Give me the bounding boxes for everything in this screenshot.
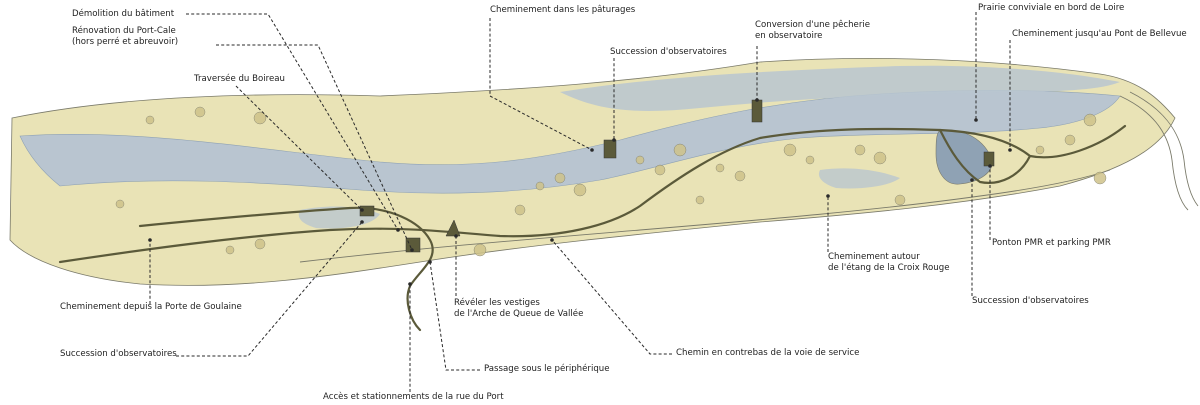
tree-cluster	[635, 155, 645, 165]
river-upper-reach	[560, 65, 1120, 111]
tree-cluster	[805, 155, 815, 165]
arche-queue-de-vallee	[445, 219, 461, 237]
secondary-path	[138, 206, 434, 332]
leader-acces-dot	[408, 282, 412, 286]
label-acces: Accès et stationnements de la rue du Por…	[323, 392, 504, 402]
label-passage: Passage sous le périphérique	[484, 364, 610, 374]
leader-renovation-dot	[410, 248, 414, 252]
label-cheminement-etang: Cheminement autour de l'étang de la Croi…	[828, 252, 950, 273]
tree-cluster	[473, 243, 487, 257]
label-reveler: Révéler les vestiges de l'Arche de Queue…	[454, 298, 584, 319]
leader-succession-left-dot	[360, 220, 364, 224]
tree-cluster	[554, 172, 566, 184]
leader-traversee	[235, 85, 363, 211]
tree-cluster	[783, 143, 797, 157]
leader-demolition-dot	[396, 228, 400, 232]
tree-cluster	[1083, 113, 1097, 127]
tree-cluster	[535, 181, 545, 191]
main-path	[58, 124, 1127, 264]
leader-succession-right-dot	[970, 178, 974, 182]
tree-cluster	[514, 204, 526, 216]
label-chemin-contrebas: Chemin en contrebas de la voie de servic…	[676, 348, 860, 358]
leader-traversee-dot	[360, 208, 364, 212]
leader-succession-top-dot	[612, 138, 616, 142]
etang-croix-rouge	[935, 129, 993, 185]
label-cheminement-bellevue: Cheminement jusqu'au Pont de Bellevue	[1012, 29, 1187, 39]
tree-cluster	[695, 195, 705, 205]
tree-cluster	[1064, 134, 1076, 146]
leader-ponton-dot	[988, 164, 992, 168]
label-succession-right: Succession d'observatoires	[972, 296, 1089, 306]
leader-contrebas	[551, 239, 672, 355]
tree-cluster	[734, 170, 746, 182]
tree-cluster	[145, 115, 155, 125]
leader-etang-dot	[826, 194, 830, 198]
leader-passage	[429, 261, 480, 371]
leader-pecherie-dot	[755, 98, 759, 102]
label-renovation: Rénovation du Port-Cale (hors perré et a…	[72, 26, 179, 47]
observatory-pecherie	[751, 99, 763, 123]
label-demolition: Démolition du bâtiment	[72, 9, 175, 19]
leader-passage-dot	[428, 260, 432, 264]
observatory-center	[603, 139, 617, 159]
leader-prairie-dot	[974, 118, 978, 122]
leader-paturages	[489, 18, 593, 151]
label-succession-left: Succession d'observatoires	[60, 349, 177, 359]
tree-cluster	[573, 183, 587, 197]
tree-cluster	[115, 199, 125, 209]
bridge-road	[1119, 95, 1189, 211]
tree-cluster	[673, 143, 687, 157]
tree-cluster	[253, 111, 267, 125]
tree-clusters	[115, 106, 1107, 257]
label-cheminement-goulaine: Cheminement depuis la Porte de Goulaine	[60, 302, 242, 312]
label-traversee: Traversée du Boireau	[194, 74, 285, 84]
label-prairie: Prairie conviviale en bord de Loire	[978, 3, 1125, 13]
tree-cluster	[715, 163, 725, 173]
tree-cluster	[873, 151, 887, 165]
label-cheminement-paturages: Cheminement dans les pâturages	[490, 5, 636, 15]
leader-reveler-dot	[454, 234, 458, 238]
pond-left	[298, 206, 380, 229]
leader-goulaine-dot	[148, 238, 152, 242]
label-ponton: Ponton PMR et parking PMR	[992, 238, 1111, 248]
leader-paturages-dot	[590, 148, 594, 152]
tree-cluster	[654, 164, 666, 176]
tree-cluster	[194, 106, 206, 118]
leader-succession-left	[176, 221, 363, 357]
boireau-channel	[818, 168, 900, 189]
leader-contrebas-dot	[550, 238, 554, 242]
observatory-left	[359, 205, 375, 217]
leader-renovation	[216, 44, 413, 251]
label-succession-top: Succession d'observatoires	[610, 47, 727, 57]
bridge-road-edge	[1129, 91, 1199, 207]
tree-cluster	[854, 144, 866, 156]
tree-cluster	[225, 245, 235, 255]
tree-cluster	[254, 238, 266, 250]
leader-demolition	[186, 13, 399, 231]
tree-cluster	[1035, 145, 1045, 155]
loop-path-etang	[938, 128, 1032, 184]
tree-cluster	[1093, 171, 1107, 185]
label-conversion-pecherie: Conversion d'une pêcherie en observatoir…	[755, 20, 871, 41]
observatory-port	[405, 237, 421, 253]
observatory-ponton	[983, 151, 995, 167]
service-road	[299, 169, 1111, 263]
leader-bellevue-dot	[1008, 148, 1012, 152]
tree-cluster	[894, 194, 906, 206]
